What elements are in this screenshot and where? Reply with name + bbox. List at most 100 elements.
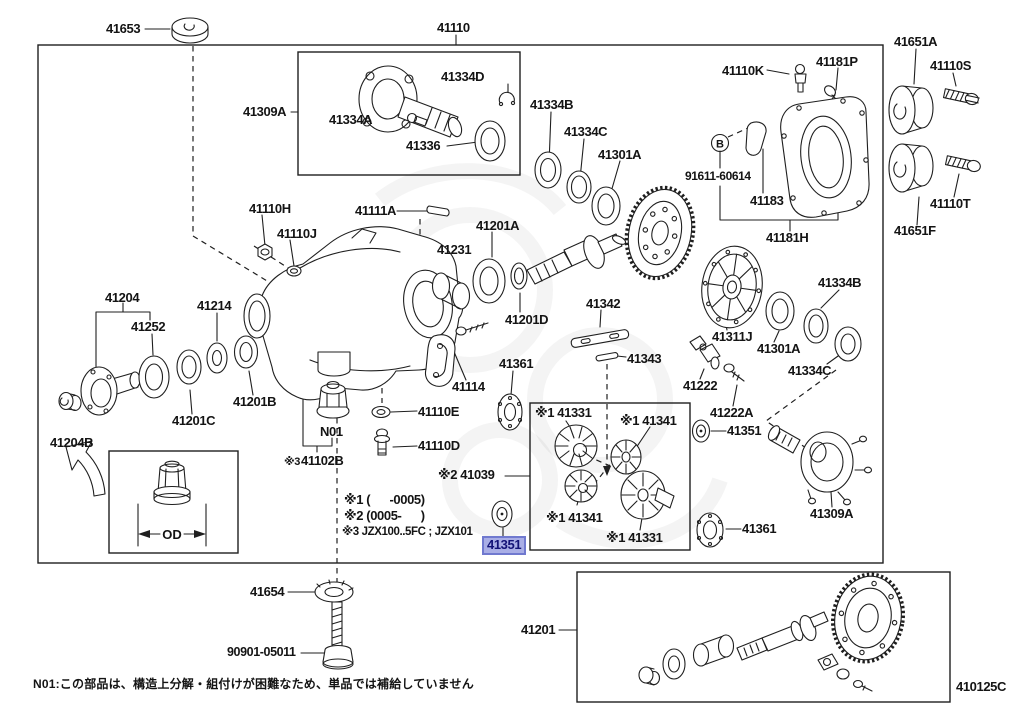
part-label-41110S[interactable]: 41110S (930, 58, 971, 73)
part-label-41334A[interactable]: 41334A (329, 112, 373, 127)
drawing-lock-nut-od: OD (137, 460, 207, 547)
part-label-41201B[interactable]: 41201B (233, 394, 277, 409)
drawing-bearing-41334C-right (834, 326, 862, 362)
part-label-41309A[interactable]: 41309A (810, 506, 854, 521)
footnote-label: ※2 (0005- ) (344, 508, 425, 523)
part-label-141341[interactable]: ※1 41341 (546, 510, 603, 525)
part-label-41334C[interactable]: 41334C (788, 363, 832, 378)
part-label-41204B[interactable]: 41204B (50, 435, 94, 450)
part-label-9161160614[interactable]: 91611-60614 (685, 169, 751, 183)
part-label-141331[interactable]: ※1 41331 (606, 530, 663, 545)
part-label-41252[interactable]: 41252 (131, 319, 166, 334)
part-label-41110T[interactable]: 41110T (930, 196, 971, 211)
drawing-nut-41110H (257, 243, 273, 261)
drawing-plug-41204B (58, 391, 82, 412)
drawing-washer-41361-right (696, 512, 724, 548)
part-label-41181P[interactable]: 41181P (816, 54, 858, 69)
part-label-41201A[interactable]: 41201A (476, 218, 520, 233)
drawing-pin-41343 (595, 352, 619, 362)
b-marker: B (710, 133, 730, 153)
part-label-41334C[interactable]: 41334C (564, 124, 608, 139)
part-label-41351[interactable]: 41351 (727, 423, 762, 438)
part-label-41301A[interactable]: 41301A (598, 147, 642, 162)
drawing-retainer-41222 (689, 335, 721, 370)
drawing-washer-41351-left (491, 500, 513, 528)
part-label-N01[interactable]: N01 (320, 424, 343, 439)
drawing-washer-41110J (286, 265, 302, 277)
drawing-bearing-41301A-top (591, 186, 621, 226)
drawing-side-gear-41331-br (620, 470, 675, 520)
drawing-pinion-gear-41341-tr (610, 439, 642, 475)
drawing-sensor-41110K (794, 63, 807, 93)
od-nut-box (108, 450, 239, 554)
part-label-41110K[interactable]: 41110K (722, 63, 764, 78)
drawing-washer-41361-left (497, 393, 523, 431)
part-label-41114[interactable]: 41114 (452, 379, 485, 394)
part-label-241039[interactable]: ※2 41039 (438, 467, 495, 482)
drawing-bearing-41201A (472, 258, 506, 304)
part-label-41301A[interactable]: 41301A (757, 341, 801, 356)
drawing-carrier-housing (243, 226, 464, 401)
drawing-washer-41654 (314, 579, 354, 603)
part-label-41651F[interactable]: 41651F (894, 223, 936, 238)
part-label-41334B[interactable]: 41334B (818, 275, 862, 290)
part-label-41204[interactable]: 41204 (105, 290, 140, 305)
part-label-41181H[interactable]: 41181H (766, 230, 809, 245)
part-label-41201C[interactable]: 41201C (172, 413, 216, 428)
part-label-41110D[interactable]: 41110D (418, 438, 460, 453)
drawing-bolt-41334A (406, 112, 428, 127)
drawing-oil-seal-41336 (474, 120, 506, 162)
part-label-41343[interactable]: 41343 (627, 351, 662, 366)
drawing-snapring-41334D (498, 91, 516, 107)
drawing-ring-41201D (510, 262, 528, 290)
part-label-41183[interactable]: 41183 (750, 193, 784, 208)
drawing-plug-41653 (171, 17, 209, 44)
drawing-washer-41351-right (691, 419, 711, 443)
part-label-41222[interactable]: 41222 (683, 378, 718, 393)
drawing-washer-41110E (371, 405, 391, 419)
part-label-41309A[interactable]: 41309A (243, 104, 287, 119)
drawing-bearing-41201B (233, 335, 259, 369)
drawing-diff-case-41311J (701, 245, 763, 329)
drawing-bearing-41301A-right (765, 291, 795, 331)
part-label-41222A[interactable]: 41222A (710, 405, 754, 420)
part-label-41110[interactable]: 41110 (437, 20, 470, 35)
drawing-ring-41334C-top (566, 170, 592, 204)
drawing-plug-41110D (373, 428, 391, 456)
drawing-gasket-41183 (745, 121, 767, 156)
part-label-41214[interactable]: 41214 (197, 298, 232, 313)
part-label-9090105011[interactable]: 90901-05011 (227, 645, 296, 659)
part-label-41361[interactable]: 41361 (499, 356, 534, 371)
drawing-pin-41111A (426, 205, 450, 217)
part-label-41653[interactable]: 41653 (106, 21, 141, 36)
part-label-41110E[interactable]: 41110E (418, 404, 459, 419)
companion-flange-box (297, 51, 521, 176)
part-label-selected[interactable]: 41351 (482, 536, 527, 555)
diagram-note: N01:この部品は、構造上分解・組付けが困難なため、単品では補給していません (33, 677, 474, 691)
part-label-41201D[interactable]: 41201D (505, 312, 549, 327)
drawing-hub-flange-41204 (80, 366, 141, 416)
footnote-label: ※3 JZX100..5FC ; JZX101 (342, 526, 473, 538)
part-label-41654[interactable]: 41654 (250, 584, 285, 599)
part-label-41111A[interactable]: 41111A (355, 203, 396, 218)
part-label-41361[interactable]: 41361 (742, 521, 777, 536)
footnote-label: ※1 ( -0005) (344, 492, 425, 507)
part-label-41110J[interactable]: 41110J (277, 226, 317, 241)
part-label-141331[interactable]: ※1 41331 (535, 405, 592, 420)
drawing-callout-arrow (65, 440, 106, 497)
part-label-41334D[interactable]: 41334D (441, 69, 485, 84)
part-label-41201[interactable]: 41201 (521, 622, 556, 637)
part-label-41102B[interactable]: 41102B (301, 453, 344, 468)
part-label-41311J[interactable]: 41311J (712, 329, 753, 344)
part-label-41334B[interactable]: 41334B (530, 97, 574, 112)
drawing-ring-41201C (176, 349, 202, 385)
part-label-41336[interactable]: 41336 (406, 138, 441, 153)
part-label-41342[interactable]: 41342 (586, 296, 621, 311)
part-label-41651A[interactable]: 41651A (894, 34, 938, 49)
part-label-41231[interactable]: 41231 (437, 242, 472, 257)
part-label-41110H[interactable]: 41110H (249, 201, 291, 216)
drawing-bolt-90901-05011 (322, 601, 354, 670)
footnote-label: 410125C (956, 679, 1006, 694)
part-label-141341[interactable]: ※1 41341 (620, 413, 677, 428)
